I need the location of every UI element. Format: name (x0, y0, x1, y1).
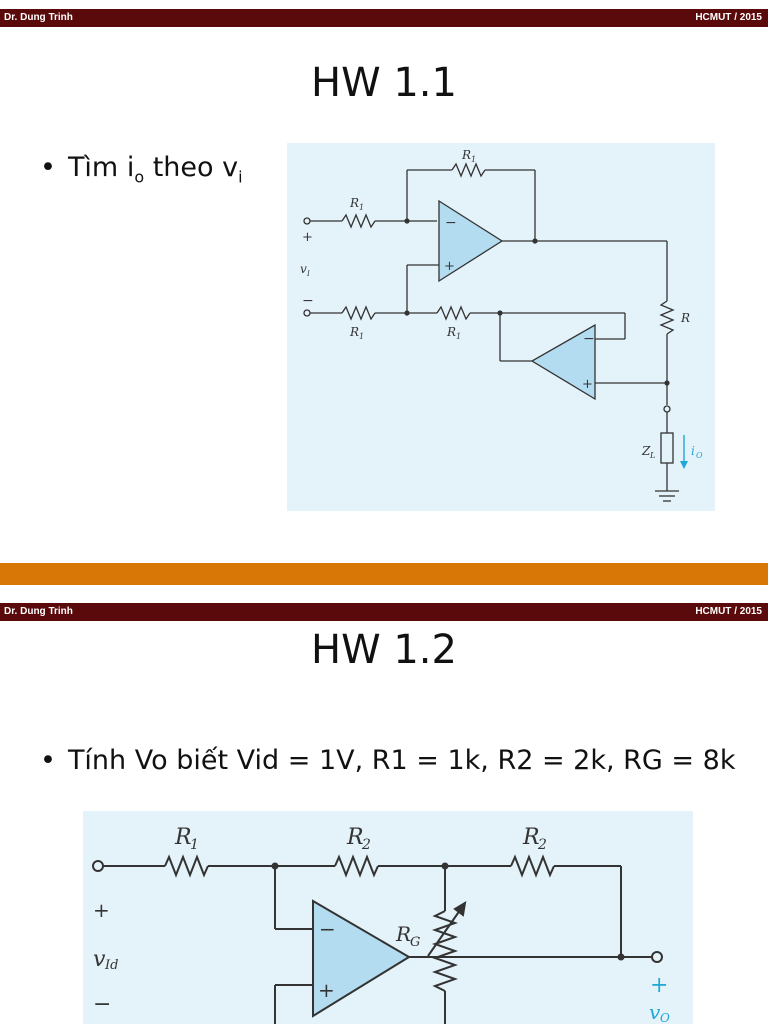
label-r1-in-sub: 1 (359, 203, 364, 212)
label-zl: Z (641, 444, 651, 458)
label-vid-sub: Id (104, 958, 118, 973)
slide1-header-bar: Dr. Dung Trinh HCMUT / 2015 (0, 9, 768, 27)
slide2-bullet: • Tính Vo biết Vid = 1V, R1 = 1k, R2 = 2k… (40, 745, 735, 776)
label-r1-bot2-sub: 1 (456, 332, 461, 341)
label-vid: v (93, 947, 106, 972)
slide1-title: HW 1.1 (311, 60, 457, 106)
bullet-text-a: Tìm i (67, 152, 135, 183)
label-rg-sub: G (410, 935, 420, 950)
slide1-author: Dr. Dung Trinh (4, 12, 73, 23)
slide-separator (0, 563, 768, 585)
bullet-sub-o: o (134, 167, 145, 187)
slide2-header-bar: Dr. Dung Trinh HCMUT / 2015 (0, 603, 768, 621)
slide1-org: HCMUT / 2015 (695, 12, 762, 23)
opamp1-minus: − (445, 215, 457, 231)
bullet-dot: • (40, 745, 56, 776)
bullet-sub-i: i (238, 167, 243, 187)
slide1-bullet: • Tìm io theo vi (40, 152, 243, 186)
slide2-author: Dr. Dung Trinh (4, 606, 73, 617)
input-plus: + (302, 230, 313, 245)
label-r1-sub: 1 (190, 837, 199, 853)
label-r1-top: R (461, 148, 471, 162)
opamp2-plus: + (582, 377, 593, 392)
label-r1-bot2: R (446, 325, 456, 339)
opamp2-minus: − (583, 331, 595, 347)
bullet-text-b: theo v (144, 152, 239, 183)
label-vi-sub: I (306, 270, 310, 278)
output-plus: + (650, 973, 668, 998)
input-minus: − (93, 992, 111, 1017)
label-r1-in: R (349, 196, 359, 210)
slide1-circuit-panel: − + − + R 1 R 1 R 1 R 1 R + v I − Z L i … (287, 143, 715, 511)
label-r2b-sub: 2 (537, 837, 547, 853)
opamp-minus: − (319, 917, 336, 941)
label-vo-sub: O (660, 1011, 670, 1024)
label-r1-top-sub: 1 (471, 155, 476, 164)
label-r1-bot-sub: 1 (359, 332, 364, 341)
bullet-dot: • (40, 152, 56, 183)
label-rg: R (395, 922, 411, 946)
label-vi: v (300, 262, 307, 276)
label-r1-bot: R (349, 325, 359, 339)
label-vo: v (649, 1000, 661, 1024)
slide2-circuit-panel: − + R 1 R 2 R 2 R G + v Id − + v O (83, 811, 693, 1025)
input-plus: + (93, 898, 110, 922)
opamp1-plus: + (444, 259, 455, 274)
label-r1: R (174, 825, 192, 850)
label-zl-sub: L (649, 451, 655, 460)
slide2-org: HCMUT / 2015 (695, 606, 762, 617)
label-r: R (680, 311, 690, 325)
opamp-plus: + (318, 978, 335, 1002)
label-r2a: R (346, 825, 364, 850)
label-io: i (691, 444, 695, 458)
label-r2b: R (522, 825, 540, 850)
slide2-title: HW 1.2 (311, 627, 457, 673)
slide1-circuit-diagram: − + − + R 1 R 1 R 1 R 1 R + v I − Z L i … (300, 148, 703, 502)
slide2-circuit-diagram: − + R 1 R 2 R 2 R G + v Id − + v O (92, 825, 670, 1025)
label-r2a-sub: 2 (361, 837, 371, 853)
slide2-bullet-text: Tính Vo biết Vid = 1V, R1 = 1k, R2 = 2k,… (67, 745, 736, 776)
label-io-sub: O (696, 451, 703, 460)
input-minus: − (302, 293, 314, 309)
